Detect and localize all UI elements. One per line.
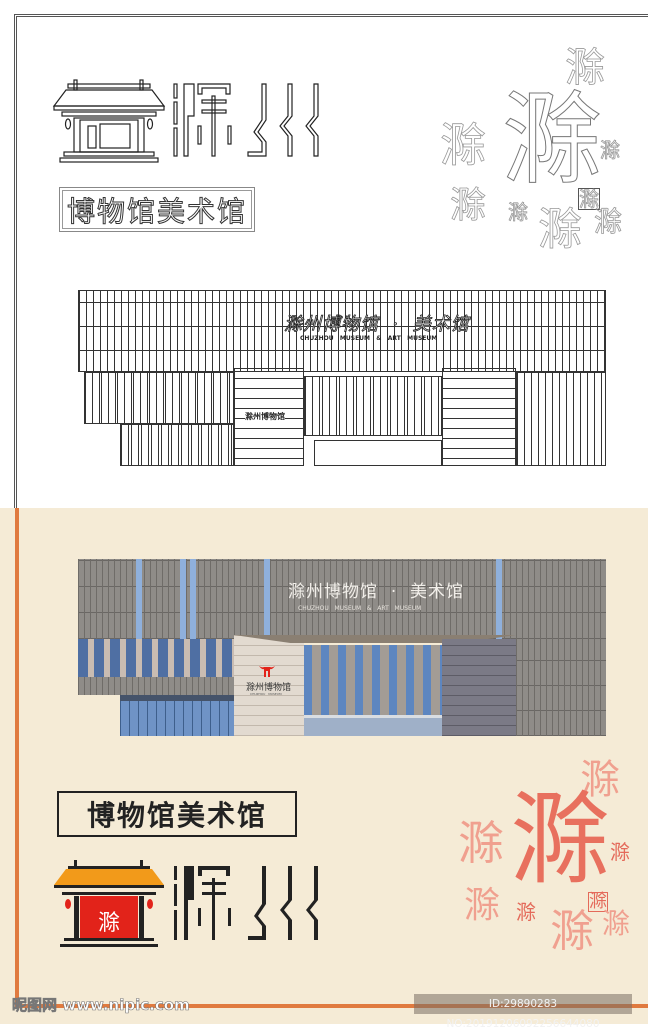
sign-cn-outline: 滁州博物馆 · 美术馆 — [284, 314, 470, 336]
entrance-label-outline: 滁州博物馆 — [245, 411, 285, 422]
watermark-id: ID:29890283 NO:20191206092256644080 — [414, 994, 632, 1030]
logo-color: 滁 — [52, 860, 332, 950]
sign-cn-color: 滁州博物馆 · 美术馆 — [288, 582, 465, 602]
watermark-site: 昵图网 www.nipic.com — [12, 996, 190, 1015]
subtitle-outline: 博物馆美术馆 — [59, 187, 255, 232]
calligraphy-cluster-color: 滁 滁 滁 滁 滁 滁 滁 滁 滁 — [458, 757, 631, 957]
calligraphy-main-color: 滁 — [510, 781, 610, 898]
sign-en-outline: CHUZHOU MUSEUM & ART MUSEUM — [300, 335, 438, 342]
logo-outline — [52, 76, 332, 166]
bull-emblem-icon — [258, 663, 276, 677]
building-color-illustration: 滁州博物馆 · 美术馆 CHUZHOU MUSEUM & ART MUSEUM … — [78, 559, 606, 736]
calligraphy-main: 滁 — [502, 81, 603, 198]
calligraphy-cluster-outline: 滁 滁 滁 滁 滁 滁 滁 滁 滁 — [440, 45, 623, 255]
line-art-frame — [14, 14, 648, 509]
pavilion-logo-color-icon: 滁 — [54, 860, 318, 947]
sign-en-color: CHUZHOU MUSEUM & ART MUSEUM — [298, 605, 422, 612]
building-line-drawing: 滁州博物馆 · 美术馆 CHUZHOU MUSEUM & ART MUSEUM … — [78, 290, 606, 466]
accent-line-horizontal — [15, 1004, 648, 1008]
pavilion-logo-icon — [52, 79, 319, 163]
subtitle-solid: 博物馆美术馆 — [57, 791, 297, 837]
accent-line-vertical — [15, 508, 19, 1006]
entrance-label-color: 滁州博物馆 — [246, 683, 292, 693]
svg-text:滁: 滁 — [98, 911, 120, 936]
